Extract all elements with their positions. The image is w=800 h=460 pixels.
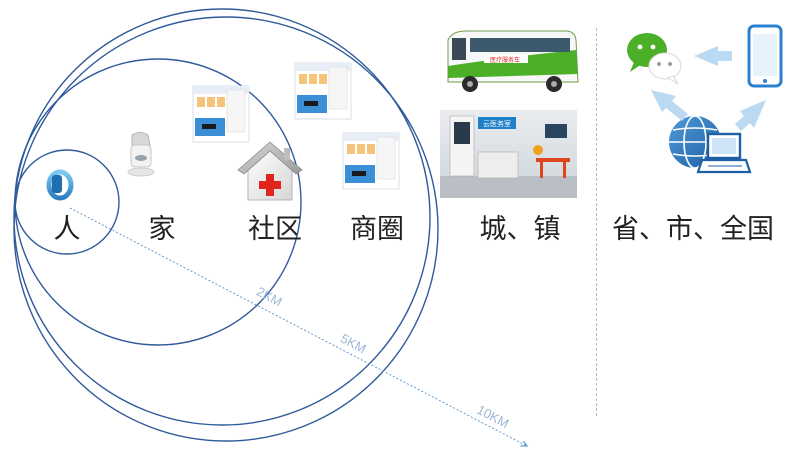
cloud-clinic-photo: 云医务室 — [440, 110, 577, 198]
medical-bus-icon: 医疗服务车 — [447, 30, 579, 92]
kiosk-icon — [294, 62, 352, 120]
flow-arrow-icon — [694, 46, 732, 66]
level-person-label: 人 — [53, 214, 81, 245]
kiosk-icon — [192, 85, 250, 143]
level-nation-label: 省、市、全国 — [612, 214, 774, 245]
house-cross-icon — [237, 141, 303, 201]
wechat-icon — [627, 33, 682, 85]
circle-business — [13, 16, 439, 442]
circle-home — [14, 58, 302, 346]
kiosk-icon — [342, 132, 400, 190]
clinic-sign-text: 云医务室 — [483, 119, 511, 128]
section-divider — [596, 28, 597, 416]
level-community-label: 社区 — [248, 214, 302, 245]
distance-arrow — [69, 207, 527, 446]
home-device-icon — [127, 132, 155, 177]
flow-arrow-icon — [735, 100, 766, 131]
globe-computer-icon — [669, 115, 752, 174]
level-business-circle-label: 商圈 — [350, 214, 404, 245]
flow-arrow-icon — [651, 90, 688, 121]
smartphone-icon — [747, 24, 783, 88]
bus-sign-text: 医疗服务车 — [490, 56, 520, 64]
level-home-label: 家 — [148, 214, 176, 245]
level-city-town-label: 城、镇 — [479, 214, 561, 245]
fitness-band-icon — [46, 169, 74, 201]
